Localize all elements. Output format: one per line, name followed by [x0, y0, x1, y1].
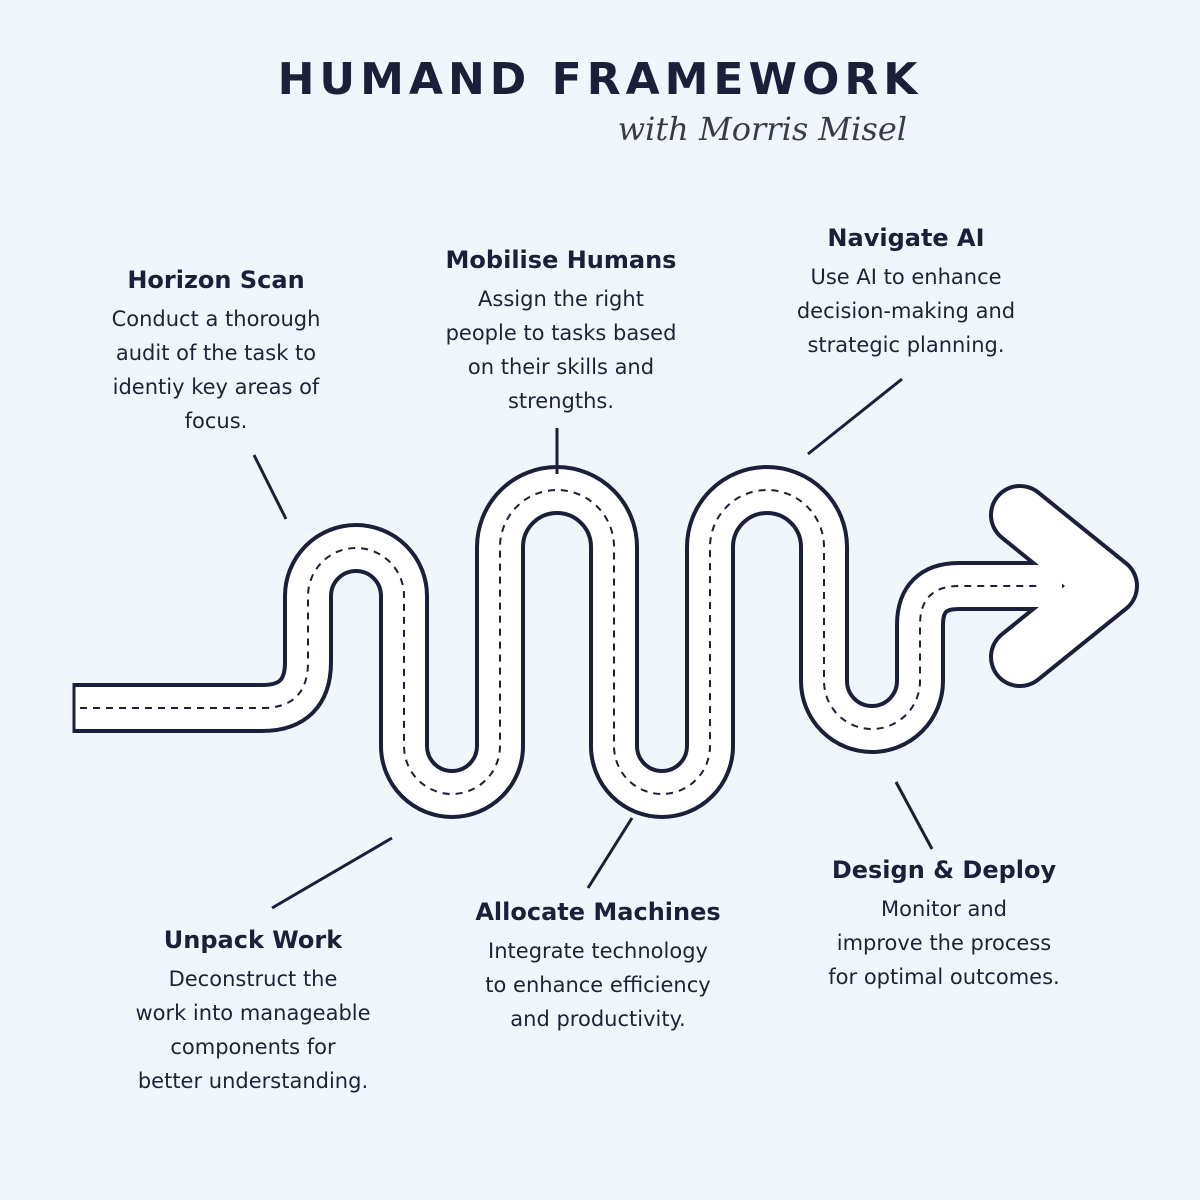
- connector-navigate-ai: [808, 379, 902, 454]
- step-desc-line: people to tasks based: [430, 316, 692, 350]
- step-description: Use AI to enhance decision-making and st…: [780, 260, 1032, 362]
- step-description: Integrate technology to enhance efficien…: [458, 934, 738, 1036]
- step-desc-line: work into manageable: [112, 996, 394, 1030]
- step-desc-line: Deconstruct the: [112, 962, 394, 996]
- step-title: Allocate Machines: [458, 898, 738, 926]
- step-design-deploy: Design & Deploy Monitor and improve the …: [806, 856, 1082, 994]
- step-desc-line: for optimal outcomes.: [806, 960, 1082, 994]
- step-desc-line: and productivity.: [458, 1002, 738, 1036]
- step-desc-line: identiy key areas of: [96, 370, 336, 404]
- step-desc-line: Use AI to enhance: [780, 260, 1032, 294]
- step-horizon-scan: Horizon Scan Conduct a thorough audit of…: [96, 266, 336, 438]
- connector-allocate-machines: [588, 818, 632, 888]
- step-title: Design & Deploy: [806, 856, 1082, 884]
- step-desc-line: improve the process: [806, 926, 1082, 960]
- step-title: Horizon Scan: [96, 266, 336, 294]
- step-navigate-ai: Navigate AI Use AI to enhance decision-m…: [780, 224, 1032, 362]
- connector-unpack-work: [272, 838, 392, 908]
- step-desc-line: on their skills and: [430, 350, 692, 384]
- step-description: Assign the right people to tasks based o…: [430, 282, 692, 418]
- step-description: Conduct a thorough audit of the task to …: [96, 302, 336, 438]
- connector-horizon-scan: [254, 455, 286, 519]
- step-desc-line: Integrate technology: [458, 934, 738, 968]
- step-desc-line: strategic planning.: [780, 328, 1032, 362]
- step-title: Mobilise Humans: [430, 246, 692, 274]
- step-desc-line: audit of the task to: [96, 336, 336, 370]
- road-surface: [73, 490, 1062, 794]
- step-allocate-machines: Allocate Machines Integrate technology t…: [458, 898, 738, 1036]
- step-desc-line: Monitor and: [806, 892, 1082, 926]
- step-desc-line: components for: [112, 1030, 394, 1064]
- connector-design-deploy: [896, 782, 932, 849]
- step-desc-line: decision-making and: [780, 294, 1032, 328]
- step-description: Monitor and improve the process for opti…: [806, 892, 1082, 994]
- step-mobilise-humans: Mobilise Humans Assign the right people …: [430, 246, 692, 418]
- step-unpack-work: Unpack Work Deconstruct the work into ma…: [112, 926, 394, 1098]
- step-desc-line: to enhance efficiency: [458, 968, 738, 1002]
- step-desc-line: Assign the right: [430, 282, 692, 316]
- step-desc-line: strengths.: [430, 384, 692, 418]
- step-desc-line: better understanding.: [112, 1064, 394, 1098]
- step-title: Navigate AI: [780, 224, 1032, 252]
- step-desc-line: Conduct a thorough: [96, 302, 336, 336]
- step-title: Unpack Work: [112, 926, 394, 954]
- step-desc-line: focus.: [96, 404, 336, 438]
- step-description: Deconstruct the work into manageable com…: [112, 962, 394, 1098]
